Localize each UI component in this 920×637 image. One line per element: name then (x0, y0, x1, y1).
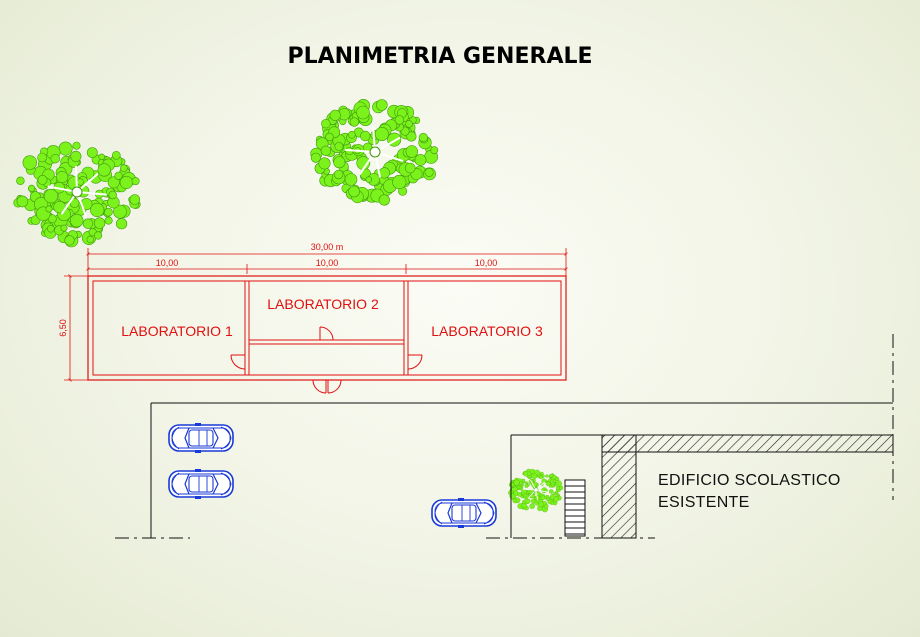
stair-icon (564, 479, 586, 537)
car-icon (168, 468, 234, 500)
dimension-lines (64, 248, 568, 382)
page-title: PLANIMETRIA GENERALE (287, 44, 592, 69)
room-label-laboratorio-3: LABORATORIO 3 (431, 323, 543, 339)
dimension-segment-1-label: 10,00 (156, 258, 179, 268)
car-icon (168, 422, 234, 454)
room-label-laboratorio-1: LABORATORIO 1 (121, 323, 233, 339)
existing-building (601, 434, 894, 539)
tree-icon (310, 98, 439, 206)
laboratory-block (87, 275, 567, 381)
tree-icon (13, 141, 141, 248)
existing-building-label-line2: ESISTENTE (658, 494, 750, 511)
door-icon (230, 326, 423, 394)
dimension-segment-3-label: 10,00 (475, 258, 498, 268)
existing-building-label-line1: EDIFICIO SCOLASTICO (658, 472, 841, 489)
car-icon (431, 497, 497, 529)
dimension-segment-2-label: 10,00 (316, 258, 339, 268)
dimension-depth-label: 6,50 (58, 319, 68, 337)
room-label-laboratorio-2: LABORATORIO 2 (267, 296, 379, 312)
dimension-total-label: 30,00 m (311, 242, 344, 252)
tree-icon (508, 468, 564, 513)
